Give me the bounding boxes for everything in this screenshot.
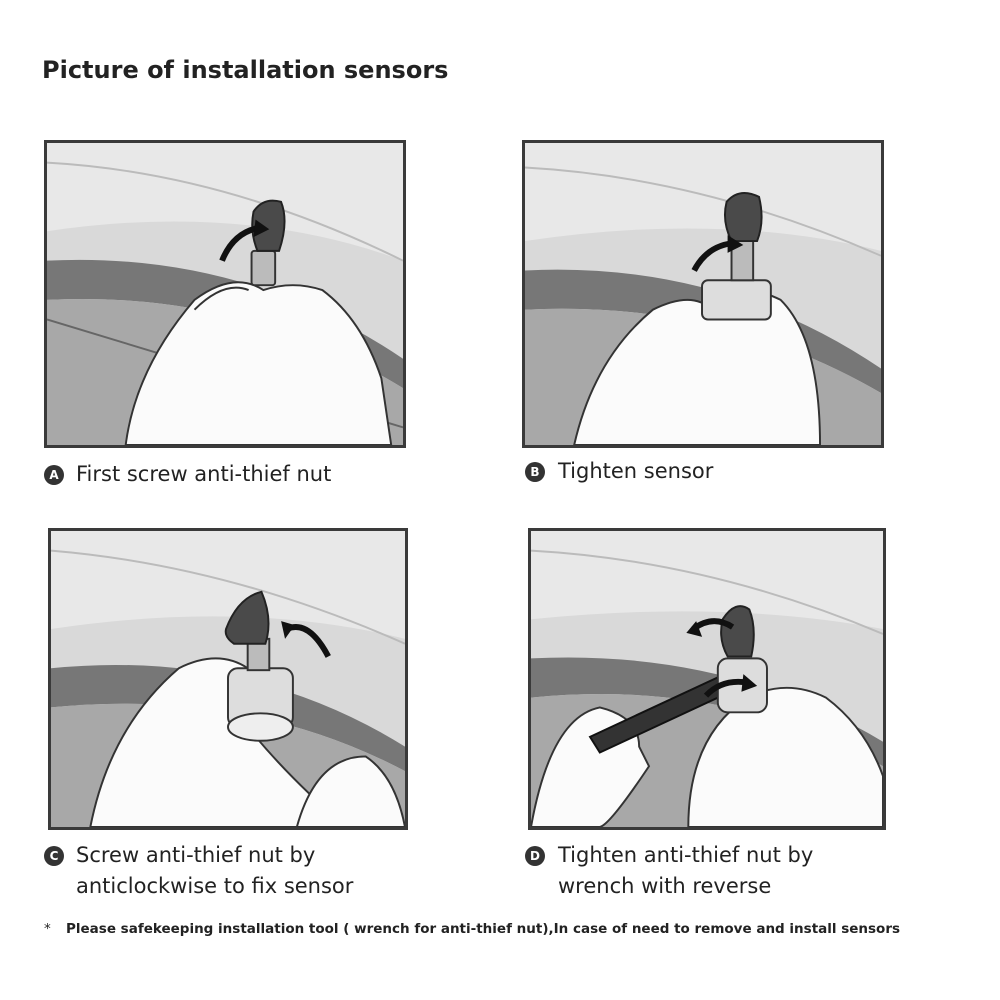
step-a-caption: First screw anti-thief nut — [76, 459, 331, 490]
footnote: *Please safekeeping installation tool ( … — [44, 921, 900, 937]
illustration-step-d — [528, 528, 886, 830]
illustration-step-b — [522, 140, 884, 448]
step-b-badge: B — [525, 462, 545, 482]
illustration-step-a — [44, 140, 406, 448]
step-b-caption: Tighten sensor — [558, 456, 713, 487]
step-d-caption-line1: Tighten anti-thief nut by — [558, 840, 813, 871]
step-c-caption-line1: Screw anti-thief nut by — [76, 840, 315, 871]
footnote-text: Please safekeeping installation tool ( w… — [66, 921, 900, 937]
step-c-badge: C — [44, 846, 64, 866]
step-d-caption-line2: wrench with reverse — [558, 871, 771, 902]
footnote-marker: * — [44, 921, 66, 937]
step-d-badge: D — [525, 846, 545, 866]
step-c-caption-line2: anticlockwise to fix sensor — [76, 871, 353, 902]
step-a-badge: A — [44, 465, 64, 485]
page-title: Picture of installation sensors — [42, 56, 448, 84]
illustration-step-c — [48, 528, 408, 830]
